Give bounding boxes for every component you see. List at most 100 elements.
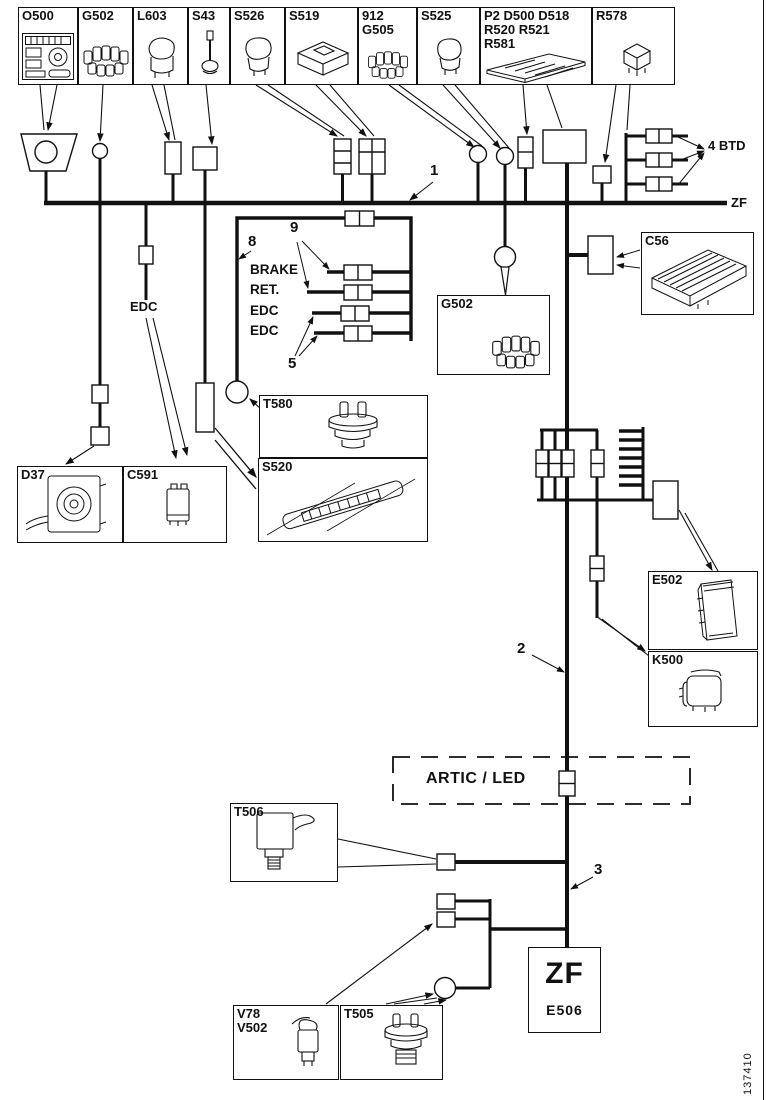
callout-box-v78-v502: V78 V502	[233, 1005, 339, 1080]
connector-symbol	[592, 165, 612, 184]
callout-box-c591: C591	[123, 466, 227, 543]
sheet-right-border	[763, 0, 764, 1100]
component-box-l603: L603	[133, 7, 188, 85]
callout-box-e502: E502	[648, 571, 758, 650]
component-id: S43	[192, 8, 216, 23]
callout-box-t580: T580	[259, 395, 428, 458]
component-box-g502: G502	[78, 7, 133, 85]
c56-stub	[569, 235, 641, 275]
wire-label-edc-a: EDC	[250, 303, 279, 318]
sensor-sketch	[256, 812, 315, 870]
zf-unit-label: ZF	[545, 957, 584, 990]
component-box-o500: O500	[18, 7, 78, 85]
connector-symbol	[192, 146, 218, 171]
switch-sketch	[245, 37, 272, 76]
btd-branch	[624, 128, 705, 201]
component-id: S520	[262, 459, 293, 474]
component-box-s519: S519	[285, 7, 358, 85]
component-id: G505	[362, 22, 394, 37]
callout-box-t506: T506	[230, 803, 338, 882]
brake-edc-frame	[235, 210, 413, 381]
round-connector-sketch	[368, 51, 408, 79]
component-box-r578: R578	[592, 7, 675, 85]
number-leaders	[531, 654, 594, 890]
component-id: 912	[362, 8, 384, 23]
switch-block-sketch	[296, 41, 350, 76]
edc-drops	[65, 203, 189, 465]
component-id: R520 R521	[484, 22, 550, 37]
bus-top-connectors	[20, 129, 612, 201]
temp-sensor-sketch	[384, 1013, 428, 1065]
ref-number-2: 2	[517, 640, 526, 657]
bottom-branch	[325, 893, 567, 1005]
component-id: R578	[596, 8, 628, 23]
component-box-s525: S525	[417, 7, 480, 85]
component-id: P2 D500 D518	[484, 8, 570, 23]
ref-number-1: 1	[430, 162, 439, 179]
flat-panel-sketch	[486, 53, 586, 84]
stalk-switch-sketch	[201, 30, 219, 75]
component-id: C591	[127, 467, 159, 482]
component-id: S526	[234, 8, 265, 23]
ecu-side-sketch	[696, 579, 738, 641]
callout-box-g502-mid: G502	[437, 295, 550, 375]
segmented-connector-symbol	[333, 138, 352, 175]
callout-box-d37: D37	[17, 466, 123, 543]
connector-symbol	[164, 141, 182, 175]
relay-cube-sketch	[622, 43, 652, 76]
component-id: R581	[484, 36, 516, 51]
strip-connector-sketch	[266, 478, 416, 536]
component-id: T505	[344, 1006, 374, 1021]
component-id: G502	[82, 8, 114, 23]
artic-led-zone	[392, 756, 691, 805]
ref-number-3: 3	[594, 861, 603, 878]
callout-box-t505: T505	[340, 1005, 443, 1080]
component-id: V502	[237, 1020, 268, 1035]
switch-sketch	[437, 38, 462, 75]
artic-led-label: ARTIC / LED	[426, 770, 526, 787]
bus-label-zf: ZF	[731, 195, 747, 210]
component-id: E502	[652, 572, 683, 587]
ref-number-8: 8	[248, 233, 257, 250]
component-box-p2-d500-d518: P2 D500 D518 R520 R521 R581	[480, 7, 592, 85]
callout-box-c56: C56	[641, 232, 754, 315]
zf-unit-id: E506	[546, 1002, 583, 1018]
top-leader-lines	[39, 84, 631, 201]
round-connector-sketch	[492, 335, 540, 369]
round-connector-symbol	[468, 144, 488, 164]
ref-number-9: 9	[290, 219, 299, 236]
component-id: T506	[234, 804, 264, 819]
component-id: S519	[289, 8, 320, 23]
edc-unit-sketch	[25, 475, 107, 533]
pressure-switch-sketch	[328, 401, 378, 449]
t506-branch	[337, 838, 567, 871]
callout-box-s520: S520	[258, 458, 428, 542]
figure-number: 137410	[742, 1052, 754, 1095]
g502-drop	[493, 205, 517, 296]
component-id: T580	[263, 396, 293, 411]
callout-box-k500: K500	[648, 651, 758, 727]
comb-connector-symbol	[619, 429, 643, 487]
component-id: D37	[21, 467, 45, 482]
component-box-s526: S526	[230, 7, 285, 85]
round-connector-symbol	[91, 142, 109, 160]
relay-sketch	[166, 483, 190, 526]
callout-box-zf-e506: ZF E506	[528, 947, 601, 1033]
central-unit-connector-symbol	[542, 129, 587, 164]
round-connector-sketch	[83, 45, 129, 77]
wire-label-brake: BRAKE	[250, 262, 299, 277]
wire-label-ret: RET.	[250, 282, 280, 297]
switch-sketch	[148, 37, 175, 78]
ref-number-5: 5	[288, 355, 297, 372]
round-connector-symbol	[495, 146, 515, 166]
relay-cube-sketch	[678, 669, 722, 712]
branch-label-edc: EDC	[130, 299, 158, 314]
component-id: G502	[441, 296, 473, 311]
component-box-s43: S43	[188, 7, 230, 85]
component-box-912-g505: 912 G505	[358, 7, 417, 85]
component-id: C56	[645, 233, 669, 248]
t580-s520-drops	[195, 203, 262, 490]
ecu-sketch	[650, 249, 748, 309]
